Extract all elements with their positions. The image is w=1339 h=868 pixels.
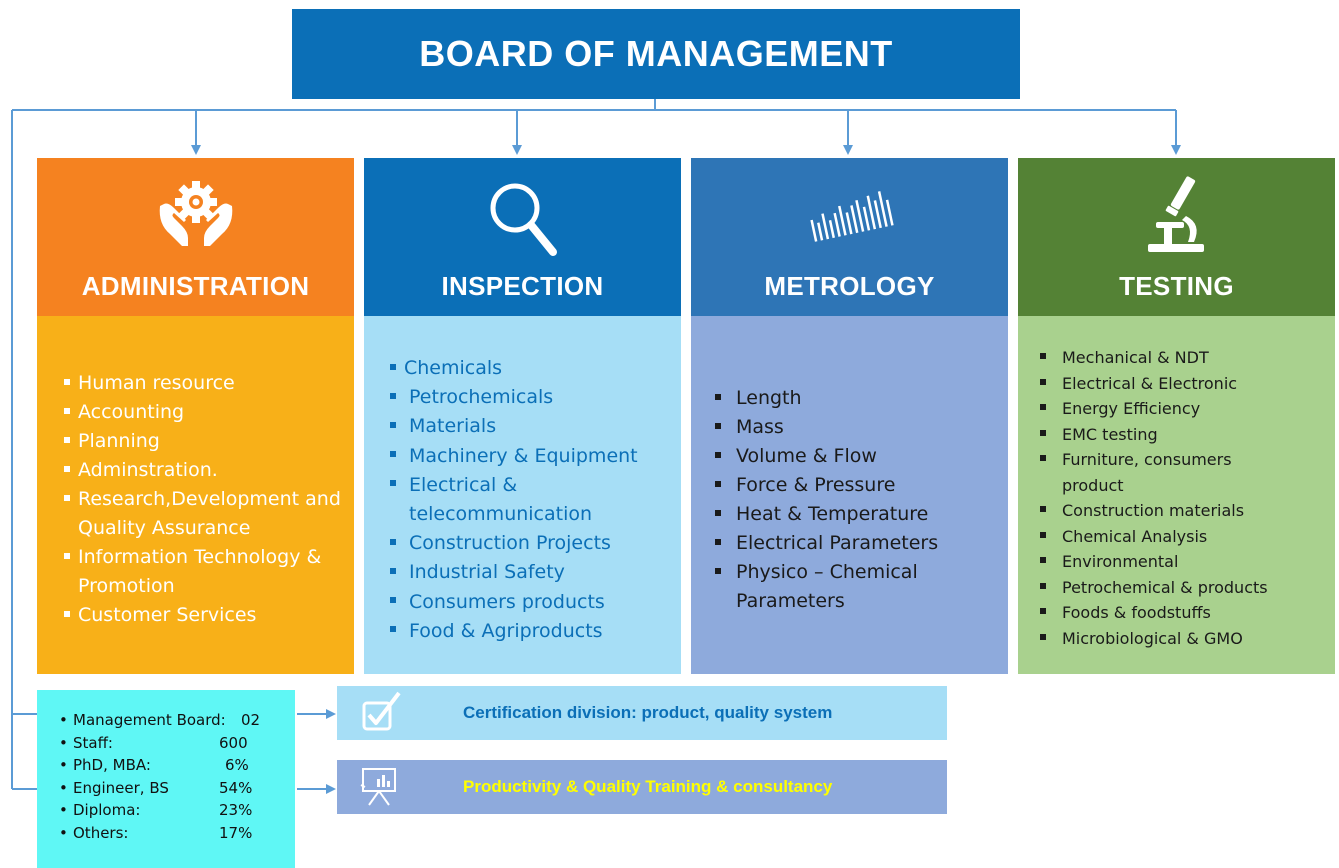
administration-title: ADMINISTRATION [81,271,310,301]
stat-value: 54% [219,778,253,797]
list-item: Chemical Analysis [1038,524,1335,550]
board-of-management-box: BOARD OF MANAGEMENT [292,9,1020,99]
stat-value: 23% [219,801,253,819]
list-item: Microbiological & GMO [1038,626,1335,652]
microscope-icon [1142,172,1212,261]
list-item: Length [713,384,1008,413]
list-item: Machinery & Equipment [388,442,681,471]
list-item: Planning [62,427,354,456]
stat-value: 600 [219,733,248,752]
list-item: Physico – Chemical Parameters [713,558,946,616]
list-item: Human resource [62,369,354,398]
stat-row: PhD, MBA: 6% [59,754,295,777]
testing-title: TESTING [1119,271,1234,301]
list-item: Consumers products [388,588,681,617]
list-item: Chemicals [388,354,681,383]
list-item: Force & Pressure [713,471,1008,500]
testing-header: TESTING [1018,158,1335,316]
ruler-scale-icon [804,188,896,253]
testing-list: Mechanical & NDT Electrical & Electronic… [1038,345,1335,651]
stat-label: PhD, MBA: [73,756,151,774]
administration-body: Human resource Accounting Planning Admin… [37,316,354,674]
testing-body: Mechanical & NDT Electrical & Electronic… [1018,316,1335,674]
metrology-body: Length Mass Volume & Flow Force & Pressu… [691,316,1008,674]
list-item: Construction Projects [388,529,681,558]
administration-list: Human resource Accounting Planning Admin… [62,369,354,630]
list-item: Volume & Flow [713,442,1008,471]
list-item: Information Technology & Promotion [62,543,354,601]
certification-division-bar: Certification division: product, quality… [337,686,947,740]
stat-row: Management Board: 02 [59,709,295,732]
stat-label: Others: [73,823,129,842]
list-item: Petrochemical & products [1038,575,1335,601]
list-item: Materials [388,412,681,441]
list-item: Mass [713,413,1008,442]
stat-label: Management Board: [73,711,226,729]
list-item: EMC testing [1038,422,1335,448]
certification-label: Certification division: product, quality… [463,703,833,722]
list-item: Adminstration. [62,456,354,485]
list-item: Petrochemicals [388,383,681,412]
stat-label: Staff: [73,733,113,752]
stat-value: 6% [225,756,249,774]
stat-row: Others: 17% [59,822,295,845]
stat-value: 02 [241,711,261,729]
training-consultancy-bar: Productivity & Quality Training & consul… [337,760,947,814]
list-item: Foods & foodstuffs [1038,600,1335,626]
list-item: Environmental [1038,549,1335,575]
inspection-body: Chemicals Petrochemicals Materials Machi… [364,316,681,674]
stat-value: 17% [219,823,253,842]
stat-label: Diploma: [73,801,141,819]
list-item: Energy Efficiency [1038,396,1335,422]
metrology-list: Length Mass Volume & Flow Force & Pressu… [713,384,1008,616]
list-item: Electrical Parameters [713,529,1008,558]
list-item: Customer Services [62,601,354,630]
stat-label: Engineer, BS [73,778,169,797]
list-item: Mechanical & NDT [1038,345,1335,371]
presentation-board-icon [359,765,403,809]
list-item: Electrical & telecommunication [388,471,592,529]
list-item: Electrical & Electronic [1038,371,1335,397]
administration-header: ADMINISTRATION [37,158,354,316]
list-item: Research,Development and Quality Assuran… [62,485,354,543]
stat-row: Engineer, BS 54% [59,777,295,800]
list-item: Heat & Temperature [713,500,1008,529]
training-label: Productivity & Quality Training & consul… [463,777,833,796]
metrology-header: METROLOGY [691,158,1008,316]
list-item: Food & Agriproducts [388,617,681,646]
inspection-title: INSPECTION [441,271,604,301]
inspection-list: Chemicals Petrochemicals Materials Machi… [388,354,681,646]
board-title: BOARD OF MANAGEMENT [419,33,893,74]
checkbox-icon [359,691,403,735]
list-item: Construction materials [1038,498,1335,524]
metrology-title: METROLOGY [764,271,935,301]
gear-hands-icon [156,180,236,257]
list-item: Industrial Safety [388,558,681,587]
list-item: Furniture, consumers product [1038,447,1252,498]
stat-row: Staff: 600 [59,732,295,755]
inspection-header: INSPECTION [364,158,681,316]
list-item: Accounting [62,398,354,427]
stat-row: Diploma: 23% [59,799,295,822]
staff-statistics-box: Management Board: 02 Staff: 600 PhD, MBA: 6… [37,690,295,868]
magnifier-icon [483,174,563,265]
